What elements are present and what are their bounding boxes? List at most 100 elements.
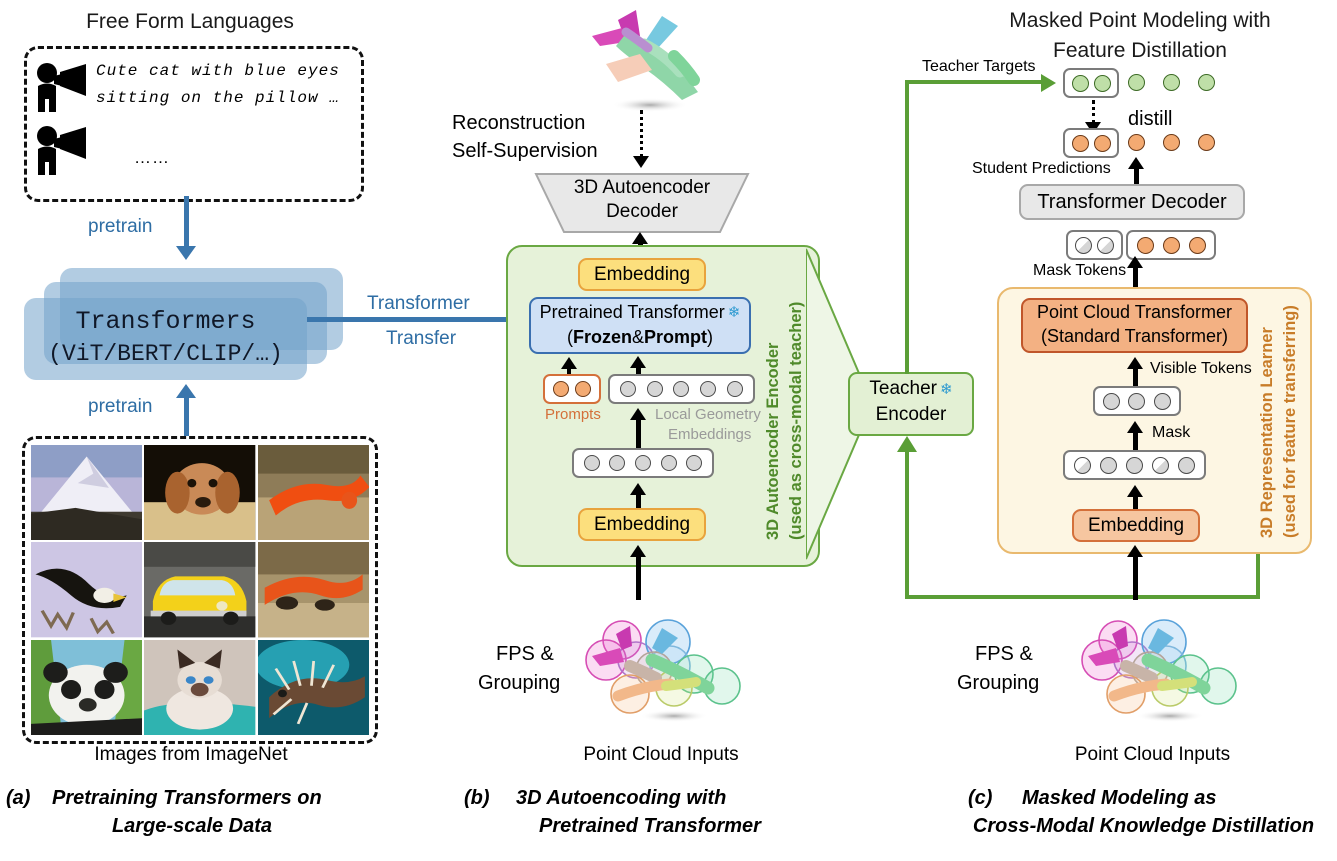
prompts-arrow-head <box>561 357 577 369</box>
all-token <box>1100 456 1118 474</box>
list-item <box>257 445 369 541</box>
student-predictions-boxed-strip <box>1063 128 1119 158</box>
3d-autoencoder-decoder-line1: 3D Autoencoder <box>573 177 711 198</box>
teacher-target-token <box>1071 74 1089 92</box>
teacher-target-token <box>1163 74 1180 91</box>
panel-c-title-line1: Masked Point Modeling with <box>1009 8 1271 32</box>
list-item <box>144 542 256 638</box>
panel-a-caption-tag: (a) <box>6 787 31 809</box>
all-token <box>1125 456 1143 474</box>
visible-token <box>1103 392 1121 410</box>
decoder-to-student-head <box>1128 157 1144 169</box>
teacher-encoder-line1: Teacher ❄ <box>869 378 953 399</box>
fps-grouping-label-b-line1: FPS & <box>496 643 554 665</box>
teacher-targets-path-up <box>905 80 909 374</box>
embed-c-to-tokens-head <box>1127 485 1143 497</box>
prompt-token <box>575 381 591 397</box>
embed-to-decoder-head <box>632 232 648 244</box>
fps-grouping-label-c-line2: Grouping <box>957 672 1040 694</box>
panel-b-caption-tag: (b) <box>464 787 490 809</box>
point-cloud-transformer-box <box>1021 298 1248 353</box>
visible-tokens-label: Visible Tokens <box>1150 360 1252 377</box>
pointcloud-to-embed-c-shaft <box>1133 556 1138 600</box>
pretrain-bottom-arrow-shaft <box>184 398 189 440</box>
visible-to-pct-head <box>1127 357 1143 369</box>
mask-arrow-head <box>1127 421 1143 433</box>
mask-tokens-strip <box>1066 230 1123 260</box>
person-with-megaphone-icon <box>37 63 86 112</box>
transformer-transfer-shaft <box>307 317 529 322</box>
geom-token <box>726 381 743 397</box>
pointcloud-to-embed-c-head <box>1127 545 1143 557</box>
pct-out-shaft <box>1133 266 1138 292</box>
pretrain-top-arrow-shaft <box>184 196 189 248</box>
panel-a-caption-line1: Pretraining Transformers on <box>52 787 322 809</box>
airplane-point-cloud <box>592 10 700 112</box>
student-prediction-token <box>1093 134 1111 152</box>
teacher-input-path-vertical <box>1256 540 1260 598</box>
pointcloud-to-embed-shaft <box>636 556 641 600</box>
panel-b-caption-line1: 3D Autoencoding with <box>516 787 727 809</box>
panel-c-title-line2: Feature Distillation <box>1053 38 1227 62</box>
reconstruction-label-line1: Reconstruction <box>452 112 586 134</box>
distill-label: distill <box>1128 108 1173 130</box>
visible-tokens-strip <box>1093 386 1181 416</box>
pointcloud-to-embed-head <box>630 545 646 557</box>
free-form-quote-line1: Cute cat with blue eyes <box>96 62 340 80</box>
snowflake-icon-teacher: ❄ <box>940 381 953 398</box>
teacher-target-token <box>1128 74 1145 91</box>
embed-bottom-to-tokens-head <box>630 483 646 495</box>
student-predictions-label: Student Predictions <box>972 160 1111 177</box>
visible-output-token <box>1136 236 1154 254</box>
airplane-grouped-point-cloud-c <box>1081 619 1237 722</box>
local-geometry-label-line2: Embeddings <box>668 426 752 443</box>
3d-autoencoder-decoder-line2: Decoder <box>606 201 678 222</box>
teacher-target-token <box>1198 74 1215 91</box>
point-cloud-transformer-line1: Point Cloud Transformer <box>1036 301 1233 322</box>
encoder-side-label-line1: 3D Autoencoder Encoder <box>764 342 782 540</box>
input-to-geom-shaft <box>636 420 641 452</box>
learner-side-label-line1: 3D Representation Learner <box>1258 327 1276 538</box>
visible-output-token <box>1162 236 1180 254</box>
list-item <box>257 542 369 638</box>
mask-token <box>1097 236 1115 254</box>
geom-token <box>700 381 717 397</box>
mask-tokens-label: Mask Tokens <box>1033 262 1127 279</box>
teacher-targets-boxed-strip <box>1063 68 1119 98</box>
visible-output-strip <box>1126 230 1216 260</box>
person-with-megaphone-icon-2 <box>37 126 86 175</box>
teacher-input-arrow-head <box>897 436 917 452</box>
point-cloud-inputs-label-c: Point Cloud Inputs <box>1074 744 1231 765</box>
geom-arrow-head <box>630 356 646 368</box>
embedding-bottom-box: Embedding <box>578 508 706 541</box>
input-token <box>660 455 677 471</box>
teacher-targets-path-right <box>905 80 1045 84</box>
geom-token <box>646 381 663 397</box>
transformers-title: Transformers <box>75 306 256 336</box>
learner-side-label-line2: (used for feature transferring) <box>1281 305 1299 538</box>
transformer-transfer-label-line2: Transfer <box>386 328 457 349</box>
input-token <box>609 455 626 471</box>
encoder-side-label-line2: (used as cross-modal teacher) <box>787 301 805 540</box>
local-geometry-label-line1: Local Geometry <box>655 406 761 423</box>
pct-out-head <box>1127 256 1143 268</box>
mask-label: Mask <box>1152 424 1191 441</box>
student-prediction-token <box>1198 134 1215 151</box>
imagenet-label: Images from ImageNet <box>94 744 288 765</box>
input-token <box>583 455 600 471</box>
input-token-strip <box>572 448 714 478</box>
teacher-input-path-horizontal <box>905 595 1260 599</box>
airplane-grouped-point-cloud-b <box>585 619 741 722</box>
prompt-bold: Prompt <box>644 326 708 347</box>
reconstruction-label-line2: Self-Supervision <box>452 140 598 162</box>
distill-dotted-arrow <box>1092 100 1095 124</box>
teacher-targets-arrow-head <box>1041 74 1056 92</box>
snowflake-icon: ❄ <box>727 304 741 321</box>
visible-token <box>1128 392 1146 410</box>
transformers-subtitle: (ViT/BERT/CLIP/…) <box>48 341 283 367</box>
free-form-quote-ellipsis: …… <box>134 148 170 167</box>
point-cloud-inputs-label-b: Point Cloud Inputs <box>583 744 739 765</box>
all-token-masked <box>1151 456 1169 474</box>
prompt-token <box>553 381 569 397</box>
all-tokens-strip <box>1063 450 1206 480</box>
